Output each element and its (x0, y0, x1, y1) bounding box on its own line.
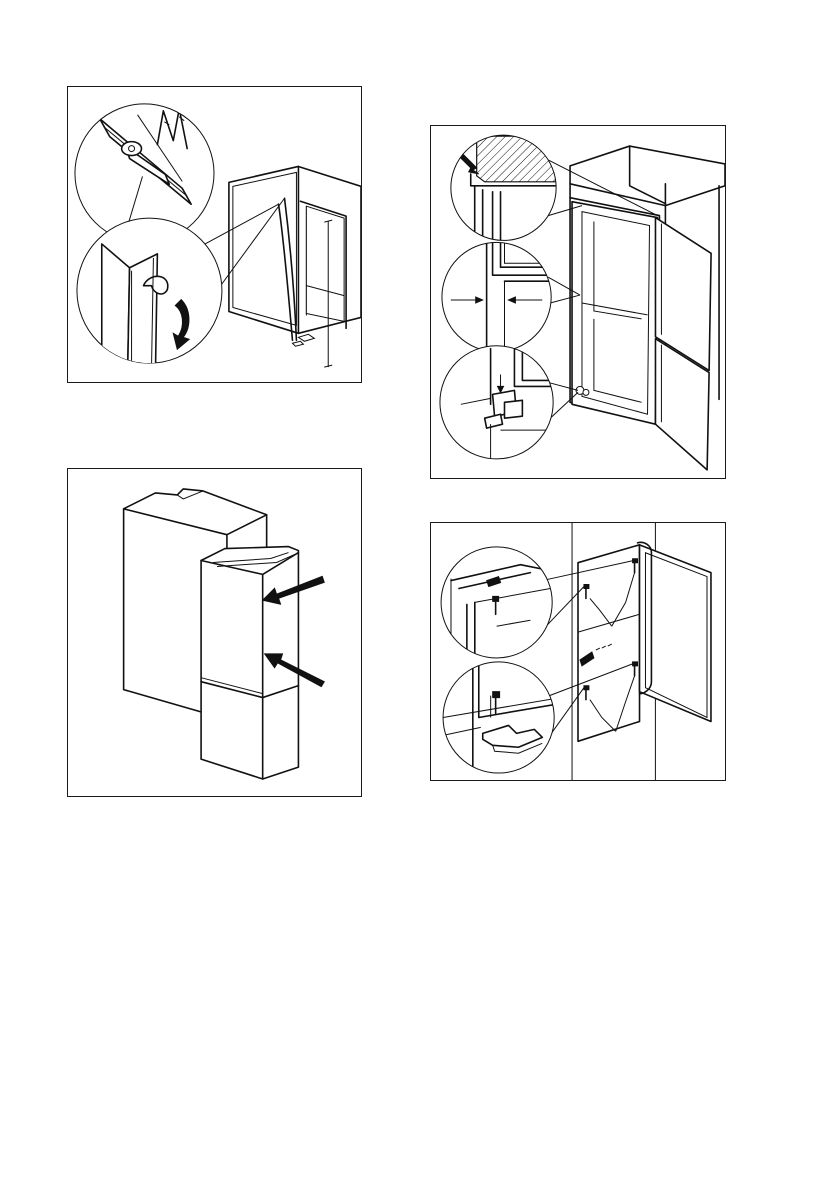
top-screw-detail-circle (441, 547, 570, 662)
gap-measurement-circle (442, 235, 560, 354)
appliance-cabinet (229, 166, 361, 367)
figure-push-into-niche (67, 468, 362, 797)
door-alignment-illustration (431, 126, 725, 478)
fix-with-screws-illustration (431, 523, 725, 780)
figure-screw-fixing (430, 522, 726, 781)
bottom-bracket-detail-circle (443, 662, 560, 773)
top-alignment-circle (451, 135, 556, 255)
niche-and-appliance (572, 523, 711, 780)
figure-seal-strip (67, 86, 362, 383)
appliance-with-open-doors (572, 202, 711, 470)
tape-detail-circle (77, 218, 222, 375)
seal-strip-illustration (68, 87, 361, 382)
push-appliance-into-niche-illustration (68, 469, 361, 796)
hinge-detail-circle (440, 346, 560, 460)
figure-door-alignment (430, 125, 726, 479)
